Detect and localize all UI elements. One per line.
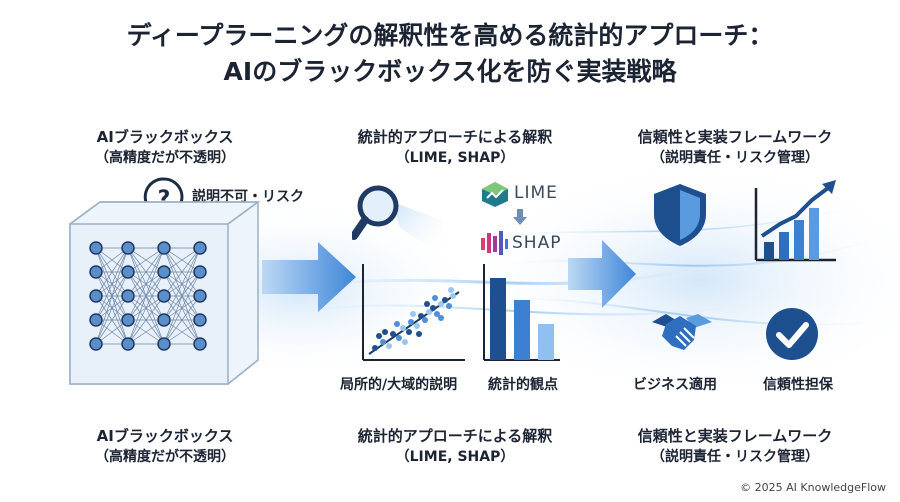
page-title-line2: AIのブラックボックス化を防ぐ実装戦略 <box>223 57 677 86</box>
network-edge <box>163 247 201 273</box>
network-edge <box>163 247 201 321</box>
framework-caption-1: ビジネス適用 <box>633 377 717 393</box>
network-node <box>193 337 207 351</box>
scatter-dot <box>414 323 420 329</box>
flow-arrow-1 <box>262 242 356 312</box>
network-node <box>193 241 207 255</box>
scatter-dot <box>396 335 402 341</box>
scatter-dot <box>400 325 406 331</box>
network-node <box>157 337 171 351</box>
scatter-dot <box>416 331 422 337</box>
network-node <box>89 265 103 279</box>
copyright: © 2025 AI KnowledgeFlow <box>740 481 886 494</box>
scatter-dot <box>418 313 424 319</box>
blackbox-callout: 説明不可・リスク <box>192 189 304 205</box>
scatter-dot <box>438 315 444 321</box>
statistical-caption-1: 局所的/大域的説明 <box>340 377 458 393</box>
network-node <box>121 265 135 279</box>
network-edge <box>127 247 165 297</box>
framework-label: 信頼性と実装フレームワーク （説明責任・リスク管理） <box>637 128 833 166</box>
network-node <box>157 265 171 279</box>
scatter-dot <box>446 303 452 309</box>
scatter-dot <box>406 329 412 335</box>
statistical-caption-2: 統計的観点 <box>488 377 558 393</box>
scatter-dot <box>442 297 448 303</box>
blackbox-cube <box>69 201 261 385</box>
network-edge <box>163 247 201 297</box>
network-edge <box>127 295 165 345</box>
network-node <box>89 337 103 351</box>
network-node <box>89 289 103 303</box>
network-edge <box>163 295 201 345</box>
scatter-dot <box>438 301 444 307</box>
shap-logo-icon <box>481 231 508 255</box>
network-edge <box>163 271 201 345</box>
network-node <box>193 313 207 327</box>
framework-caption-2: 信頼性担保 <box>763 377 833 393</box>
scatter-dot <box>450 293 456 299</box>
scatter-dot <box>408 319 414 325</box>
shield-icon <box>654 184 706 246</box>
shap-label: SHAP <box>512 233 562 253</box>
scatter-dot <box>432 295 438 301</box>
network-node <box>157 241 171 255</box>
network-node <box>121 337 135 351</box>
growth-chart-icon <box>754 180 836 262</box>
network-node <box>121 289 135 303</box>
scatter-dot <box>372 345 378 351</box>
network-edge <box>163 247 201 345</box>
scatter-dot <box>382 329 388 335</box>
scatter-plot-icon <box>362 264 465 361</box>
network-edge <box>127 271 165 345</box>
network-edge <box>127 247 165 345</box>
network-edge <box>95 247 129 297</box>
scatter-dot <box>424 301 430 307</box>
magnifier-icon <box>352 185 442 255</box>
network-node <box>193 289 207 303</box>
network-node <box>193 265 207 279</box>
bottom-blackbox-label: AIブラックボックス （高精度だが不透明） <box>95 427 235 465</box>
scatter-dot <box>410 311 416 317</box>
scatter-dot <box>376 333 382 339</box>
network-edge <box>95 247 129 321</box>
scatter-dot <box>430 305 436 311</box>
lime-label: LIME <box>514 183 558 203</box>
bottom-framework-label: 信頼性と実装フレームワーク （説明責任・リスク管理） <box>637 427 833 465</box>
check-circle-icon <box>766 308 818 360</box>
network-edge <box>95 271 129 345</box>
bottom-statistical-label: 統計的アプローチによる解釈 （LIME, SHAP） <box>357 427 553 465</box>
network-node <box>89 313 103 327</box>
handshake-icon <box>652 314 712 350</box>
network-edge <box>127 247 165 321</box>
scatter-dot <box>380 339 386 345</box>
network-edge <box>95 247 129 345</box>
blackbox-label: AIブラックボックス （高精度だが不透明） <box>95 128 235 166</box>
statistical-label: 統計的アプローチによる解釈 （LIME, SHAP） <box>357 128 553 166</box>
scatter-dot <box>422 317 428 323</box>
scatter-dot <box>426 309 432 315</box>
flow-arrow-2 <box>568 240 636 308</box>
scatter-dot <box>434 311 440 317</box>
network-edge <box>95 295 129 345</box>
bar-chart-icon <box>483 264 560 361</box>
scatter-dot <box>390 331 396 337</box>
network-edge <box>127 247 165 273</box>
page-title-line1: ディープラーニングの解釈性を高める統計的アプローチ： <box>126 21 774 50</box>
scatter-dot <box>386 343 392 349</box>
network-node <box>157 313 171 327</box>
network-node <box>121 241 135 255</box>
network-edge <box>127 319 165 345</box>
scatter-dot <box>402 339 408 345</box>
scatter-dot <box>394 321 400 327</box>
network-edge <box>163 319 201 345</box>
network-node <box>157 289 171 303</box>
down-arrow-icon <box>513 209 527 225</box>
scatter-dot <box>448 287 454 293</box>
network-node <box>121 313 135 327</box>
lime-logo-icon <box>482 182 508 207</box>
network-node <box>89 241 103 255</box>
